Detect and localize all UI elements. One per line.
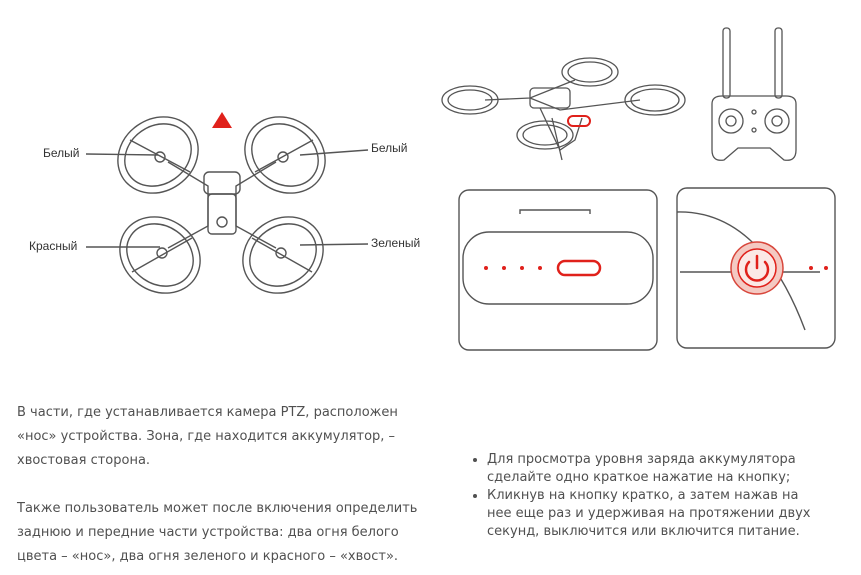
rotor-guard-front-left xyxy=(117,116,199,194)
paragraph-lights-line-2: заднюю и передние части устройства: два … xyxy=(17,525,399,540)
remote-controller xyxy=(711,27,797,161)
power-icon xyxy=(730,241,784,295)
rotor-guard-rear-right xyxy=(242,216,324,294)
list-item: Кликнув на кнопку кратко, а затем нажав … xyxy=(487,487,853,541)
battery-button xyxy=(556,259,602,277)
paragraph-nose-line-2: «нос» устройства. Зона, где находится ак… xyxy=(17,429,396,444)
nose-direction-triangle-icon xyxy=(212,112,232,128)
paragraph-nose-line-1: В части, где устанавливается камера PTZ,… xyxy=(17,405,398,420)
right-text-block: Для просмотра уровня заряда аккумулятора… xyxy=(473,451,853,541)
paragraph-lights-line-1: Также пользователь может после включения… xyxy=(17,501,418,516)
label-front-right: Белый xyxy=(371,141,408,155)
paragraph-lights-line-3: цвета – «нос», два огня зеленого и красн… xyxy=(17,549,399,564)
paragraph-nose-line-3: хвостовая сторона. xyxy=(17,453,151,468)
list-item: Для просмотра уровня заряда аккумулятора… xyxy=(487,451,853,487)
rotor-guard-rear-left xyxy=(119,216,201,294)
label-rear-right: Зеленый xyxy=(371,236,421,250)
instructions-list: Для просмотра уровня заряда аккумулятора… xyxy=(473,451,853,541)
battery-indicator-highlight xyxy=(567,115,591,127)
drone-body xyxy=(167,161,277,249)
label-rear-left: Красный xyxy=(29,239,78,253)
label-front-left: Белый xyxy=(43,146,80,160)
rotor-guard-front-right xyxy=(244,116,326,194)
left-text-block: В части, где устанавливается камера PTZ,… xyxy=(17,401,457,569)
